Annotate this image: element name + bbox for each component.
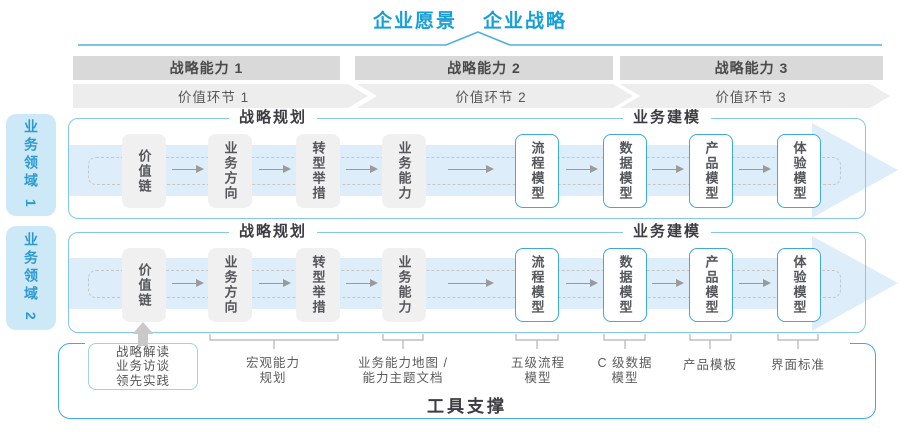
capability-bar-1: 战略能力 1 <box>73 56 340 80</box>
frame-cover <box>85 342 850 346</box>
flow-arrow-icon <box>448 279 494 287</box>
flow-arrow-icon <box>259 279 291 287</box>
node-product-model: 产品模型 <box>689 248 733 322</box>
node-business-direction: 业务方向 <box>208 134 252 208</box>
node-process-model: 流程模型 <box>515 248 559 322</box>
value-chevron-3: 价值环节 3 <box>620 84 890 108</box>
node-business-direction: 业务方向 <box>208 248 252 322</box>
annotation-macro-capability: 宏观能力 规划 <box>245 356 300 385</box>
annotation-product-template: 产品模板 <box>682 358 737 372</box>
annotation-process-model: 五级流程 模型 <box>510 356 565 385</box>
practice-line: 领先实践 <box>115 373 170 388</box>
node-value-chain: 价值链 <box>122 134 166 208</box>
domain-1-frame <box>68 118 866 219</box>
dashed-channel <box>88 270 841 298</box>
annotation-capability-map: 业务能力地图 / 能力主题文档 <box>358 356 448 385</box>
domain-label-2: 业务领域 2 <box>6 226 56 330</box>
capability-bar-2: 战略能力 2 <box>355 56 613 80</box>
node-data-model: 数据模型 <box>603 248 647 322</box>
node-business-capability: 业务能力 <box>382 248 426 322</box>
flow-band <box>69 145 812 196</box>
node-experience-model: 体验模型 <box>777 248 821 322</box>
flow-arrow-icon <box>652 165 684 173</box>
flow-arrow-icon <box>566 165 598 173</box>
node-value-chain: 价值链 <box>122 248 166 322</box>
node-product-model: 产品模型 <box>689 134 733 208</box>
annotation-data-model: C 级数据 模型 <box>597 356 653 385</box>
flow-arrow-icon <box>172 279 204 287</box>
node-transformation-initiatives: 转型举措 <box>296 134 340 208</box>
flow-band-arrowhead <box>812 236 898 331</box>
flow-arrow-icon <box>739 279 771 287</box>
node-transformation-initiatives: 转型举措 <box>296 248 340 322</box>
modeling-header-2: 业务建模 <box>622 223 712 241</box>
capability-bar-3: 战略能力 3 <box>620 56 883 80</box>
planning-header-1: 战略规划 <box>228 109 318 127</box>
page-title: 企业愿景 企业战略 <box>15 6 910 33</box>
flow-arrow-icon <box>652 279 684 287</box>
tool-support-label: 工具支撑 <box>427 397 507 416</box>
practice-line: 战略解读 <box>115 344 170 359</box>
vision-label: 企业愿景 <box>372 11 457 32</box>
flow-arrow-icon <box>346 279 378 287</box>
value-chevron-1: 价值环节 1 <box>73 84 368 108</box>
node-data-model: 数据模型 <box>603 134 647 208</box>
node-business-capability: 业务能力 <box>382 134 426 208</box>
modeling-header-1: 业务建模 <box>622 109 712 127</box>
flow-arrow-icon <box>172 165 204 173</box>
planning-header-2: 战略规划 <box>228 223 318 241</box>
annotation-ui-standard: 界面标准 <box>770 358 825 372</box>
flow-arrow-icon <box>566 279 598 287</box>
practice-line: 业务访谈 <box>115 359 170 374</box>
flow-arrow-icon <box>448 165 494 173</box>
dashed-channel <box>88 157 841 185</box>
strategy-label: 企业战略 <box>483 11 568 32</box>
flow-arrow-icon <box>346 165 378 173</box>
practice-box: 战略解读 业务访谈 领先实践 <box>88 343 198 390</box>
domain-2-frame <box>68 232 866 333</box>
domain-label-1: 业务领域 1 <box>6 114 56 216</box>
node-experience-model: 体验模型 <box>777 134 821 208</box>
value-chevron-2: 价值环节 2 <box>357 84 633 108</box>
node-process-model: 流程模型 <box>515 134 559 208</box>
flow-arrow-icon <box>259 165 291 173</box>
flow-band-arrowhead <box>812 123 898 218</box>
flow-arrow-icon <box>739 165 771 173</box>
